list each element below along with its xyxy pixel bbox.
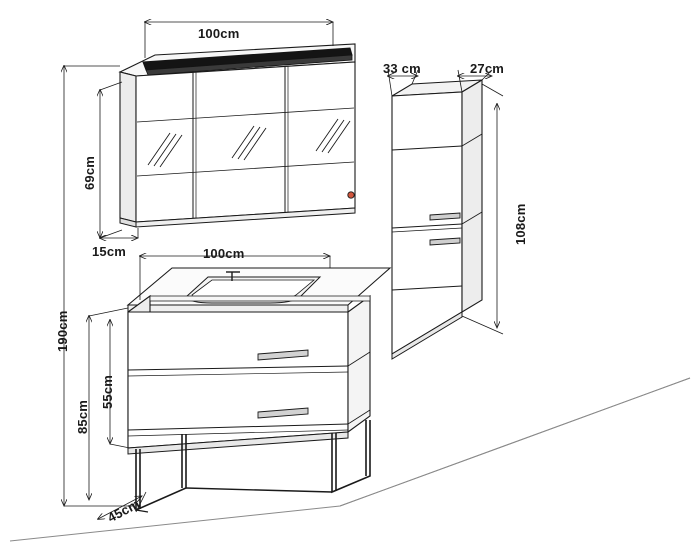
mirror-cabinet	[118, 43, 356, 228]
dimension-label-mirror-depth: 15cm	[92, 244, 127, 259]
dimension-label-mirror-width: 100cm	[198, 26, 240, 41]
vanity-unit	[126, 267, 392, 513]
ground-line	[9, 377, 691, 542]
dimension-label-vanity-width: 100cm	[203, 246, 245, 261]
dimension-label-counter-height: 85cm	[75, 399, 90, 434]
dimension-label-tall-unit-height: 108cm	[513, 203, 528, 245]
dimension-lines	[64, 22, 504, 519]
tall-side-unit	[391, 79, 483, 360]
dimension-label-mirror-height: 69cm	[82, 155, 97, 190]
dimension-label-tall-unit-depth: 27cm	[470, 61, 505, 76]
dimension-label-cabinet-height: 55cm	[100, 374, 115, 409]
dimension-label-tall-unit-width: 33 cm	[383, 61, 421, 76]
dimension-label-total-height: 190cm	[55, 310, 70, 352]
